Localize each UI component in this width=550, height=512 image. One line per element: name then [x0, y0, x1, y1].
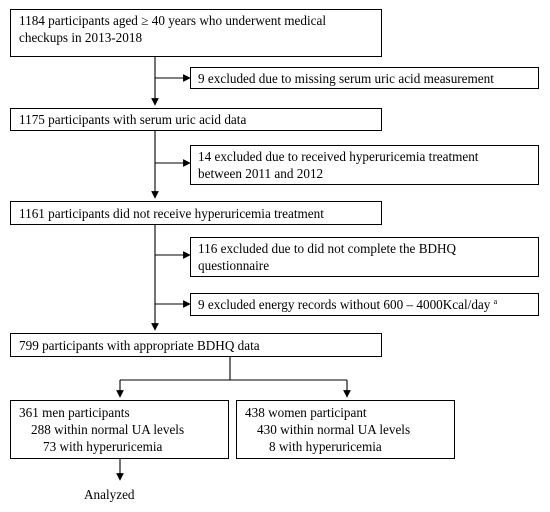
exclusion-bdhq-incomplete-box: 116 excluded due to did not complete the…	[190, 237, 539, 277]
exclusion-bdhq-incomplete-line-2: questionnaire	[198, 258, 270, 273]
women-total: 438 women participant	[245, 405, 367, 420]
step-enrolled-line-1: 1184 participants aged ≥ 40 years who un…	[19, 13, 327, 28]
exclusion-treatment-line-2: between 2011 and 2012	[198, 166, 324, 181]
women-participants-box: 438 women participant 430 within normal …	[236, 400, 455, 459]
women-normal-ua: 430 within normal UA levels	[257, 422, 411, 437]
step-enrolled-box: 1184 participants aged ≥ 40 years who un…	[10, 9, 382, 57]
step-bdhq-data-text: 799 participants with appropriate BDHQ d…	[19, 338, 260, 353]
step-no-treatment-box: 1161 participants did not receive hyperu…	[10, 201, 382, 225]
step-bdhq-data-box: 799 participants with appropriate BDHQ d…	[10, 333, 382, 357]
men-total: 361 men participants	[19, 405, 130, 420]
men-hyperuricemia: 73 with hyperuricemia	[43, 439, 163, 454]
step-no-treatment-text: 1161 participants did not receive hyperu…	[19, 206, 324, 221]
men-participants-box: 361 men participants 288 within normal U…	[10, 400, 229, 459]
exclusion-energy-records-text: 9 excluded energy records without 600 – …	[198, 297, 491, 312]
exclusion-missing-uric-acid-box: 9 excluded due to missing serum uric aci…	[190, 67, 539, 89]
exclusion-energy-records-box: 9 excluded energy records without 600 – …	[190, 293, 539, 316]
step-enrolled-line-2: checkups in 2013-2018	[19, 30, 143, 45]
exclusion-treatment-box: 14 excluded due to received hyperuricemi…	[190, 145, 539, 185]
women-hyperuricemia: 8 with hyperuricemia	[269, 439, 382, 454]
exclusion-missing-uric-acid-text: 9 excluded due to missing serum uric aci…	[198, 71, 494, 86]
exclusion-treatment-line-1: 14 excluded due to received hyperuricemi…	[198, 149, 479, 164]
step-uric-acid-data-box: 1175 participants with serum uric acid d…	[10, 108, 382, 131]
footnote-marker: a	[493, 297, 498, 306]
analyzed-label: Analyzed	[84, 487, 135, 502]
men-normal-ua: 288 within normal UA levels	[31, 422, 185, 437]
exclusion-bdhq-incomplete-line-1: 116 excluded due to did not complete the…	[198, 241, 457, 256]
step-uric-acid-data-text: 1175 participants with serum uric acid d…	[19, 112, 247, 127]
